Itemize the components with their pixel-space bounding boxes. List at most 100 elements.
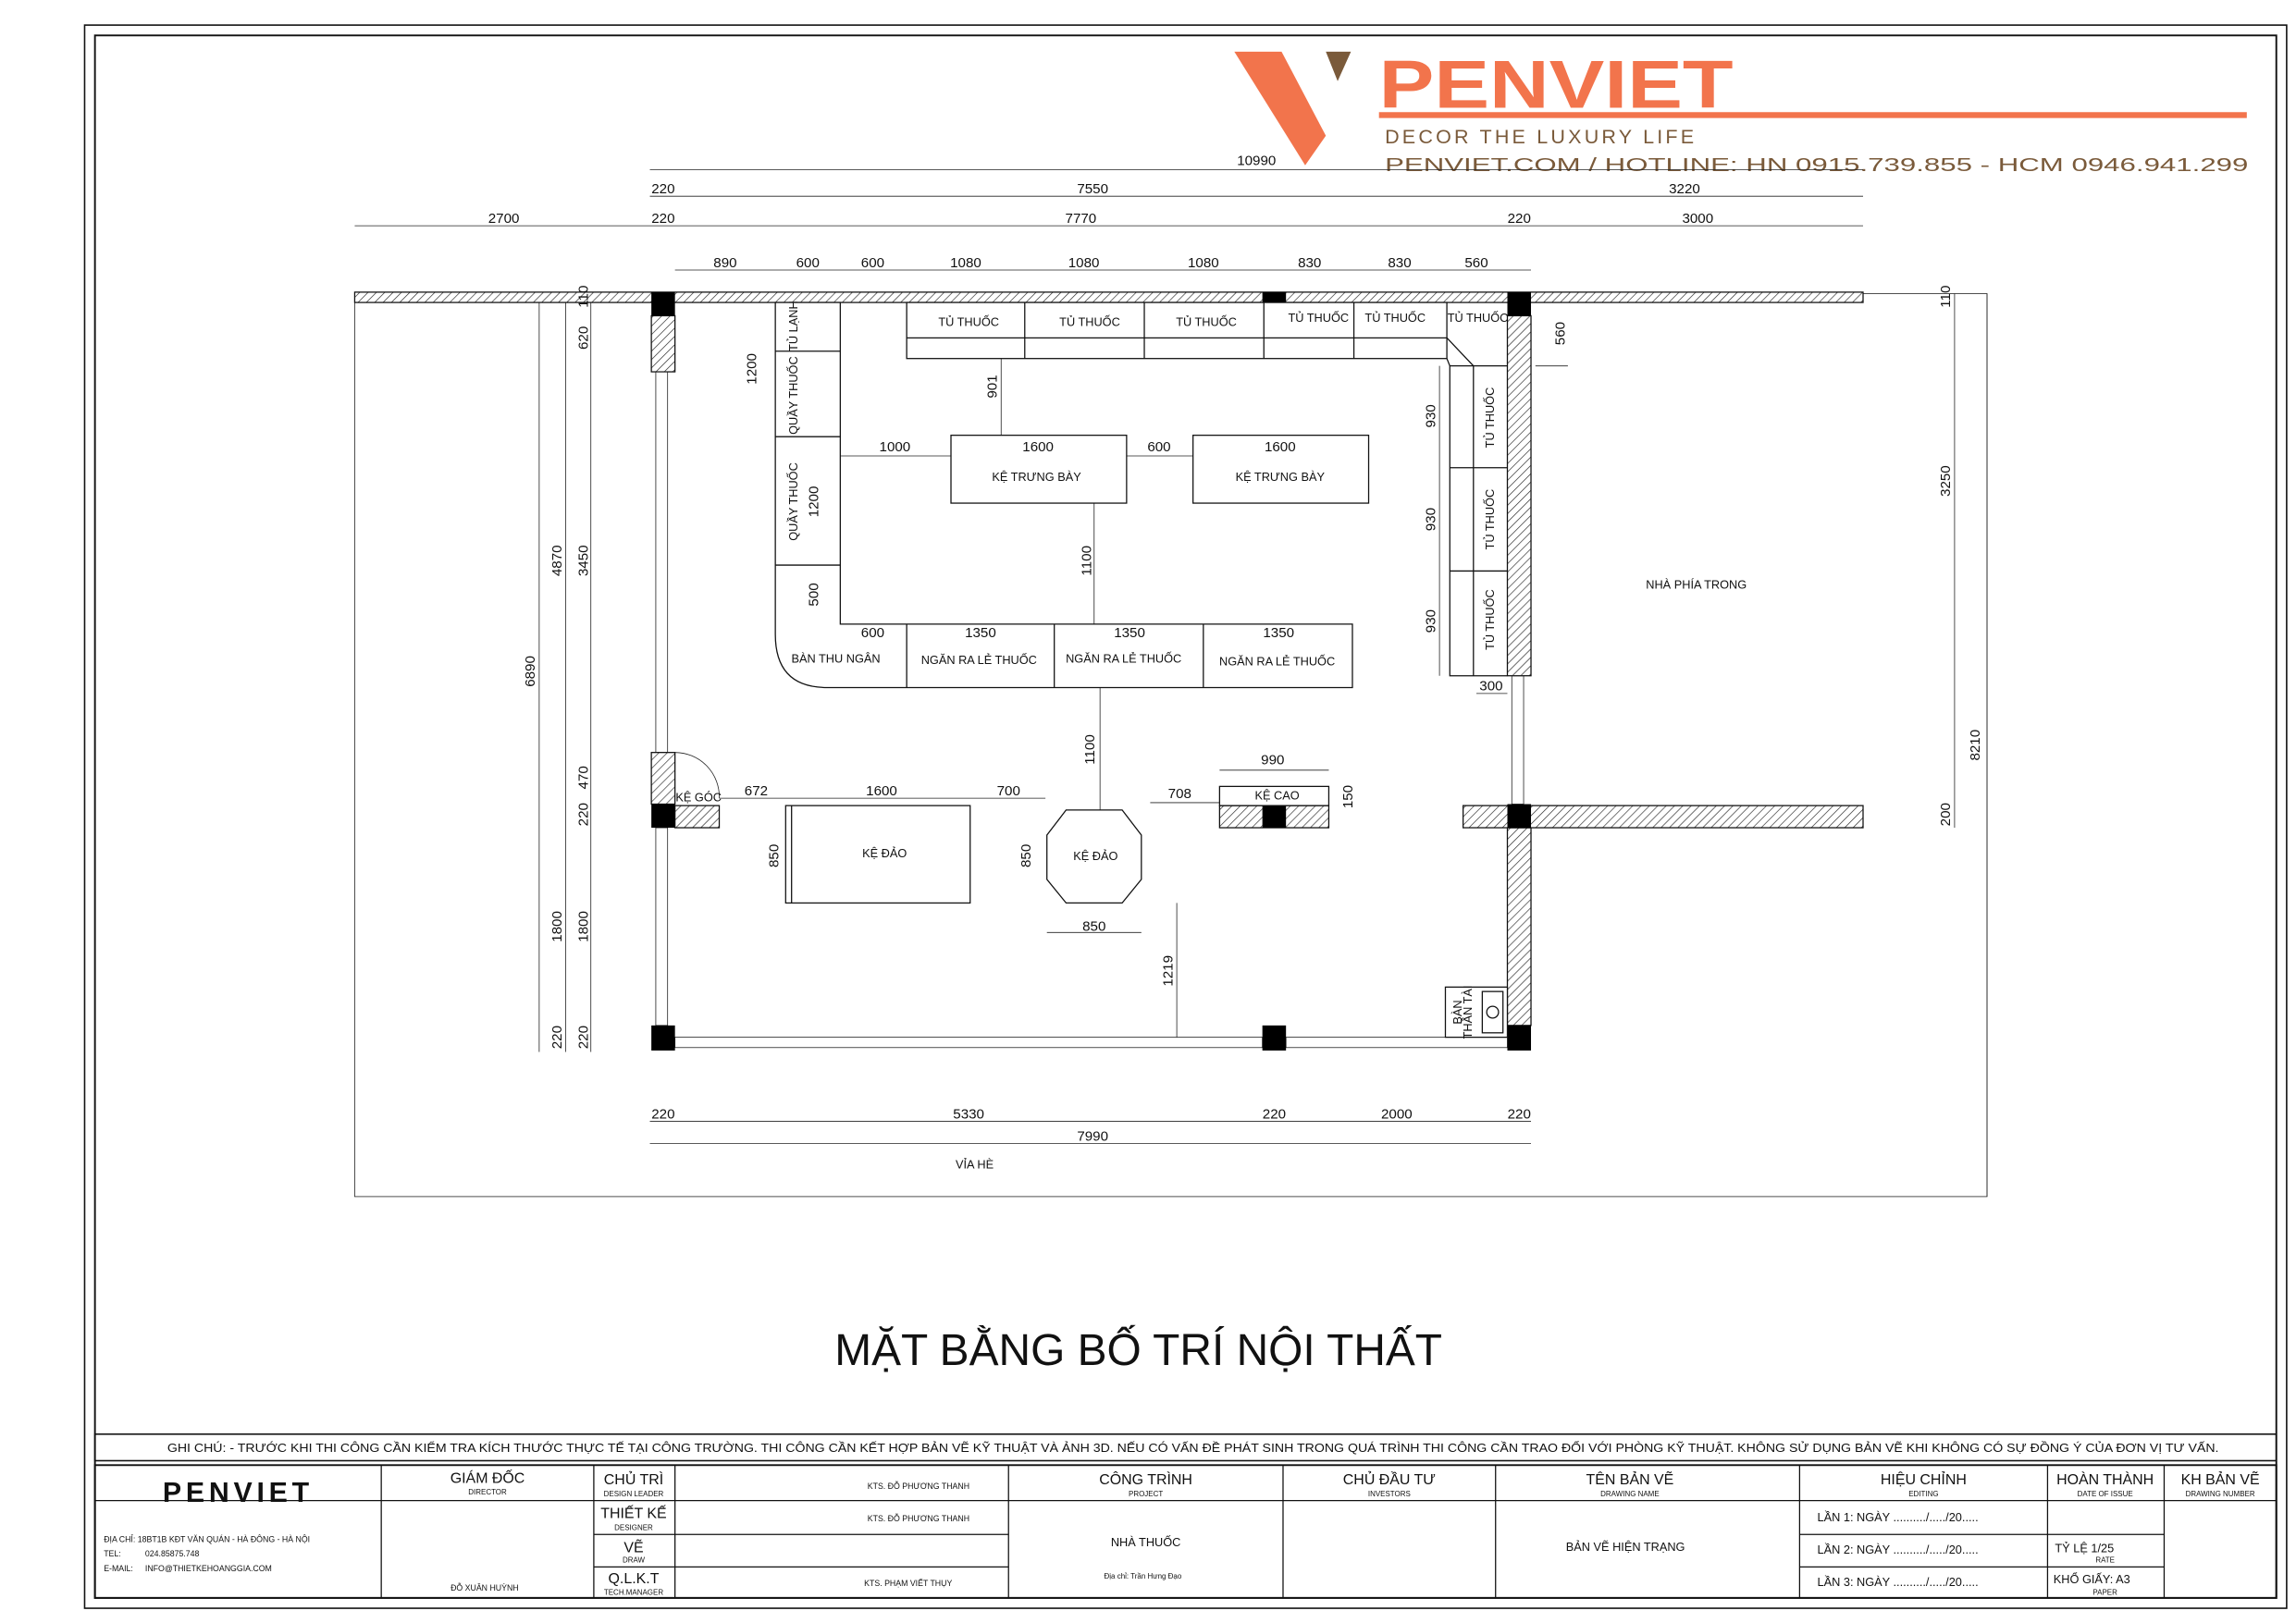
logo-underline — [1378, 112, 2247, 118]
dimension-label: 220 — [1263, 1106, 1286, 1122]
dimension-label: 4870 — [549, 545, 565, 576]
fridge-label: TỦ LẠNH — [786, 301, 800, 351]
room-labels: TỦ THUỐC TỦ THUỐC TỦ THUỐC TỦ THUỐC TỦ THUỐC… — [675, 301, 1747, 1171]
dimension-label: 1200 — [806, 486, 821, 518]
scale-value: TỶ LỆ 1/25 — [2055, 1541, 2114, 1555]
role-sub: DRAW — [623, 1556, 646, 1565]
editing-row: LẦN 1: NGÀY ........../...../20..... — [1818, 1510, 1979, 1524]
logo-v-mark — [1234, 51, 1327, 166]
director-name: ĐỖ XUÂN HUỲNH — [451, 1582, 519, 1592]
dimension-label: 1600 — [1265, 439, 1296, 455]
paper-value: KHỔ GIẤY: A3 — [2054, 1572, 2130, 1586]
dimension-label: 1800 — [549, 911, 565, 942]
dimension-label: 672 — [745, 783, 768, 799]
role-title: Q.L.K.T — [609, 1571, 660, 1587]
dimension-label: 620 — [576, 326, 592, 350]
dimension-label: 7990 — [1077, 1128, 1108, 1144]
dimension-label: 1350 — [965, 625, 996, 641]
outer-frame — [83, 24, 2288, 1609]
dimension-label: 1080 — [950, 255, 981, 271]
dimension-label: 700 — [997, 783, 1020, 799]
dimension-label: 600 — [796, 255, 820, 271]
issue-sub: DATE OF ISSUE — [2078, 1490, 2133, 1498]
dimension-label: 110 — [576, 286, 592, 308]
cabinets-right-label: TỦ THUỐC — [1483, 387, 1497, 449]
dimension-label: 220 — [651, 211, 674, 227]
editing-title: HIỆU CHỈNH — [1881, 1470, 1967, 1488]
dimension-label: 1080 — [1188, 255, 1219, 271]
cabinets-right-label: TỦ THUỐC — [1483, 589, 1497, 650]
director-title: GIÁM ĐỐC — [451, 1468, 525, 1486]
cabinets-top-label: TỦ THUỐC — [1176, 315, 1237, 329]
counters-label: QUẦY THUỐC — [786, 462, 800, 541]
dimension-label: 930 — [1423, 404, 1438, 427]
dimension-label: 1100 — [1080, 546, 1095, 576]
dimension-label: 850 — [1082, 919, 1105, 935]
dimension-lines — [354, 169, 1988, 1198]
dimension-label: 220 — [1508, 1106, 1531, 1122]
cabinets-top-label: TỦ THUỐC — [1288, 311, 1349, 325]
role-name: KTS. PHẠM VIẾT THỤY — [864, 1579, 952, 1588]
dimension-label: 7770 — [1066, 211, 1097, 227]
dimension-label: 3000 — [1682, 211, 1713, 227]
dimension-label: 850 — [1018, 844, 1034, 867]
logo-contact: PENVIET.COM / HOTLINE: HN 0915.739.855 -… — [1385, 154, 2248, 176]
director-sub: DIRECTOR — [468, 1488, 507, 1496]
investor-title: CHỦ ĐẦU TƯ — [1343, 1470, 1436, 1488]
company-name: PENVIET — [163, 1478, 314, 1508]
dimension-label: 930 — [1423, 508, 1438, 531]
dimension-label: 890 — [713, 255, 736, 271]
role-title: THIẾT KẾ — [600, 1505, 666, 1522]
dimension-label: 901 — [984, 375, 1000, 398]
dimension-label: 1600 — [866, 783, 897, 799]
dimension-label: 8210 — [1968, 730, 1983, 761]
role-sub: DESIGN LEADER — [604, 1490, 664, 1498]
dimension-label: 150 — [1340, 785, 1356, 808]
dimension-label: 500 — [806, 583, 821, 606]
cashier-label: BÀN THU NGÂN — [791, 651, 880, 665]
dispense-label: NGĂN RA LẺ THUỐC — [1066, 651, 1181, 665]
dimension-label: 1219 — [1160, 955, 1176, 987]
dispense-label: NGĂN RA LẺ THUỐC — [921, 653, 1037, 667]
project-name: NHÀ THUỐC — [1111, 1535, 1181, 1549]
editing-row: LẦN 2: NGÀY ........../...../20..... — [1818, 1543, 1979, 1556]
drawing-name-sub: DRAWING NAME — [1600, 1490, 1659, 1498]
dimension-label: 1350 — [1263, 625, 1294, 641]
counters-label: QUẦY THUỐC — [786, 356, 800, 435]
editing-row: LẦN 3: NGÀY ........../...../20..... — [1818, 1575, 1979, 1589]
dimension-label: 850 — [766, 844, 782, 867]
role-title: VẼ — [623, 1537, 643, 1555]
general-note: GHI CHÚ: - TRƯỚC KHI THI CÔNG CẦN KIỂM T… — [167, 1441, 2219, 1455]
role-name: KTS. ĐỖ PHƯƠNG THANH — [868, 1481, 969, 1491]
dimension-label: 3250 — [1938, 465, 1954, 497]
project-sub: PROJECT — [1129, 1490, 1163, 1498]
company-address: ĐỊA CHỈ: 18BT1B KĐT VĂN QUÁN - HÀ ĐÔNG -… — [104, 1533, 310, 1543]
dimension-label: 1200 — [744, 353, 759, 385]
dimension-label: 3450 — [576, 545, 592, 576]
island-shelves-label: KỆ ĐẢO — [1073, 849, 1117, 863]
cabinets-top-label: TỦ THUỐC — [1364, 311, 1426, 325]
tel-value: 024.85875.748 — [145, 1549, 200, 1558]
cabinets-top-label: TỦ THUỐC — [938, 315, 999, 329]
dimension-label: 220 — [549, 1026, 565, 1049]
drawing-number-sub: DRAWING NUMBER — [2186, 1490, 2255, 1498]
dimension-label: 220 — [1508, 211, 1531, 227]
tel-label: TEL: — [104, 1549, 121, 1558]
dimension-label: 220 — [651, 1106, 674, 1122]
cabinets-top-label: TỦ THUỐC — [1448, 311, 1509, 325]
cabinets-top-label: TỦ THUỐC — [1059, 315, 1120, 329]
dispense-label: NGĂN RA LẺ THUỐC — [1219, 655, 1335, 669]
island-shelves-label: KỆ ĐẢO — [862, 846, 907, 860]
altar-label: BÀN — [1450, 1000, 1464, 1024]
role-name: KTS. ĐỖ PHƯƠNG THANH — [868, 1513, 969, 1523]
dimension-label: 600 — [861, 255, 884, 271]
dimension-label: 2700 — [488, 211, 520, 227]
project-address: Địa chỉ: Trần Hưng Đạo — [1105, 1572, 1182, 1580]
display-shelves-label: KỆ TRƯNG BÀY — [992, 470, 1081, 484]
dimension-label: 300 — [1479, 679, 1502, 695]
dimension-label: 1350 — [1114, 625, 1145, 641]
dimension-label: 10990 — [1237, 154, 1276, 169]
logo-triangle-mark — [1326, 51, 1352, 81]
role-sub: DESIGNER — [614, 1523, 653, 1531]
logo-brand: PENVIET — [1379, 46, 1734, 122]
